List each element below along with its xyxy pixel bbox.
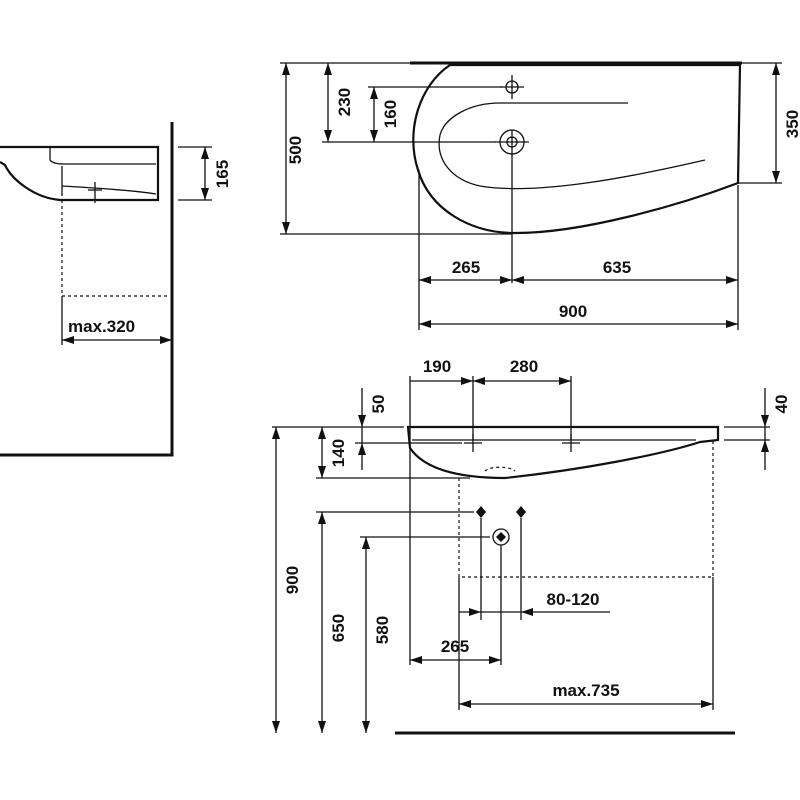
arrow (469, 608, 481, 616)
arrow (201, 188, 209, 200)
arrow (318, 512, 326, 524)
front-cabinet-dashed (458, 440, 714, 578)
arrow (761, 440, 769, 452)
label-top-tap: 230 (335, 88, 354, 116)
label-front-top-gap: 50 (369, 395, 388, 414)
arrow (419, 276, 431, 284)
label-top-total: 900 (559, 302, 587, 321)
arrow (521, 608, 533, 616)
side-basin-inner (61, 166, 157, 196)
arrow (772, 171, 780, 183)
label-front-right: 40 (772, 395, 791, 414)
arrow (272, 427, 280, 439)
top-basin-outline (412, 63, 742, 235)
arrow (201, 147, 209, 159)
arrow (419, 320, 431, 328)
label-front-580: 580 (373, 616, 392, 644)
arrow (282, 222, 290, 234)
arrow (272, 721, 280, 733)
arrow (512, 276, 524, 284)
label-top-left-span: 265 (452, 258, 480, 277)
label-front-cabinet: max.735 (552, 681, 619, 700)
arrow (559, 377, 571, 385)
label-front-total: 900 (283, 566, 302, 594)
arrow (358, 415, 366, 427)
arrow (318, 427, 326, 439)
top-basin-inner (438, 102, 706, 190)
arrow (500, 276, 512, 284)
arrow (358, 443, 366, 455)
label-front-span-b: 280 (510, 357, 538, 376)
label-top-drain: 160 (381, 100, 400, 128)
arrow (772, 63, 780, 75)
supply-point (476, 506, 486, 518)
arrow (370, 87, 378, 99)
arrow (318, 466, 326, 478)
side-basin-rim (49, 147, 156, 165)
arrow (459, 700, 471, 708)
arrow (461, 377, 473, 385)
side-dashed-cabinet (61, 200, 170, 297)
arrow (324, 63, 332, 75)
arrow (62, 336, 74, 344)
supply-point (516, 506, 526, 518)
front-basin-outline (406, 425, 720, 480)
label-front-bowl: 140 (329, 439, 348, 467)
front-drain-mark (484, 466, 516, 472)
label-top-depth: 500 (286, 136, 305, 164)
arrow (318, 721, 326, 733)
label-top-right: 350 (783, 110, 800, 138)
arrow (489, 656, 501, 664)
label-front-drain-range: 80-120 (547, 590, 600, 609)
side-basin-outline (0, 145, 160, 202)
arrow (370, 130, 378, 142)
arrow (473, 377, 485, 385)
arrow (160, 336, 172, 344)
arrow (761, 415, 769, 427)
arrow (282, 63, 290, 75)
label-front-650: 650 (329, 614, 348, 642)
top-view: 500 230 160 350 265 635 900 (280, 61, 800, 330)
drain-point-center (496, 532, 506, 542)
label-top-right-span: 635 (603, 258, 631, 277)
label-front-drain-offset: 265 (441, 637, 469, 656)
arrow (726, 320, 738, 328)
label-front-span-a: 190 (423, 357, 451, 376)
side-wall (0, 122, 174, 457)
arrow (410, 656, 422, 664)
label-side-projection: max.320 (68, 317, 135, 336)
arrow (726, 276, 738, 284)
arrow (701, 700, 713, 708)
arrow (324, 130, 332, 142)
side-view: max.320 165 (0, 122, 232, 457)
arrow (362, 537, 370, 549)
label-side-height: 165 (213, 160, 232, 188)
arrow (362, 721, 370, 733)
front-view: 190 280 50 140 40 900 650 580 (272, 357, 791, 735)
